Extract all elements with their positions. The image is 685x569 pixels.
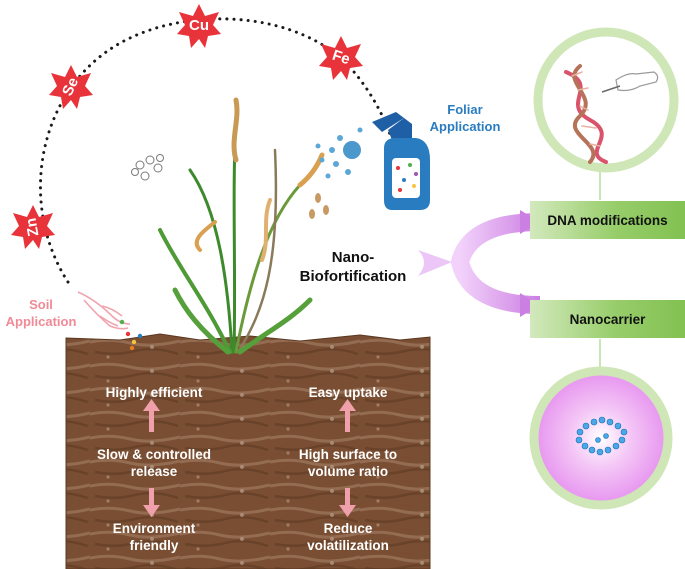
soil-right-bottom: Reduce volatilization	[282, 520, 414, 554]
center-title: Nano- Biofortification	[288, 248, 418, 286]
nanocarrier-label: Nanocarrier	[569, 311, 646, 327]
star-icon	[11, 205, 55, 249]
soil-application-label: Soil Application	[0, 296, 82, 330]
gloved-hand-icon	[601, 71, 659, 93]
element-cu-star: Cu	[176, 3, 222, 49]
soil-right-bottom-line2: volatilization	[307, 538, 389, 553]
seeds-icon	[309, 193, 329, 219]
soil-left-bottom-line2: friendly	[129, 538, 179, 553]
soil-right-middle-line1: High surface to	[298, 447, 398, 462]
center-title-line1: Nano-	[331, 249, 375, 266]
soil-left-middle-line2: release	[130, 464, 178, 479]
soil-right-middle: High surface to volume ratio	[280, 446, 416, 480]
hand-icon	[77, 291, 131, 330]
element-zn-star: Zn	[10, 204, 56, 250]
star-icon	[319, 36, 363, 80]
soil-right-bottom-line1: Reduce	[323, 521, 373, 536]
soil-arrows-left	[143, 399, 160, 517]
purple-arc	[450, 213, 541, 314]
dna-modifications-box: DNA modifications	[530, 201, 685, 239]
star-icon	[177, 4, 221, 48]
dotted-arc	[39, 17, 397, 284]
nanocarrier-box: Nanocarrier	[530, 300, 685, 338]
flower-cluster-icon	[131, 154, 164, 181]
dna-modifications-label: DNA modifications	[547, 212, 668, 228]
element-fe-star: Fe	[318, 35, 364, 81]
soil-right-middle-line2: volume ratio	[307, 464, 389, 479]
foliar-label-line1: Foliar	[447, 102, 483, 117]
dna-circle	[533, 27, 679, 173]
nanocarrier-dna-ring-icon	[575, 416, 628, 456]
soil-label-line1: Soil	[29, 297, 53, 312]
plant-icon	[158, 97, 325, 355]
fertilizer-granules-icon	[119, 319, 143, 351]
soil-arrows-right	[339, 399, 356, 517]
soil-left-bottom-line1: Environment	[112, 521, 196, 536]
foliar-label-line2: Application	[429, 119, 501, 134]
dna-helix-icon	[564, 64, 608, 164]
soil-left-top: Highly efficient	[105, 385, 203, 400]
arc-inlet	[418, 250, 452, 276]
soil-block	[65, 333, 431, 569]
spray-droplets-icon	[315, 127, 363, 179]
soil-left-middle-line1: Slow & controlled	[96, 447, 211, 462]
star-icon	[49, 65, 93, 109]
soil-left-middle: Slow & controlled release	[80, 446, 228, 480]
soil-right-top: Easy uptake	[308, 385, 388, 400]
element-cu-label: Cu	[189, 17, 209, 34]
soil-label-line2: Application	[5, 314, 77, 329]
center-title-line2: Biofortification	[299, 268, 407, 285]
nanocarrier-circle	[529, 366, 673, 510]
soil-left-bottom: Environment friendly	[86, 520, 222, 554]
foliar-application-label: Foliar Application	[420, 101, 510, 135]
spray-bottle-icon	[372, 112, 430, 210]
element-se-star: Se	[48, 64, 94, 110]
